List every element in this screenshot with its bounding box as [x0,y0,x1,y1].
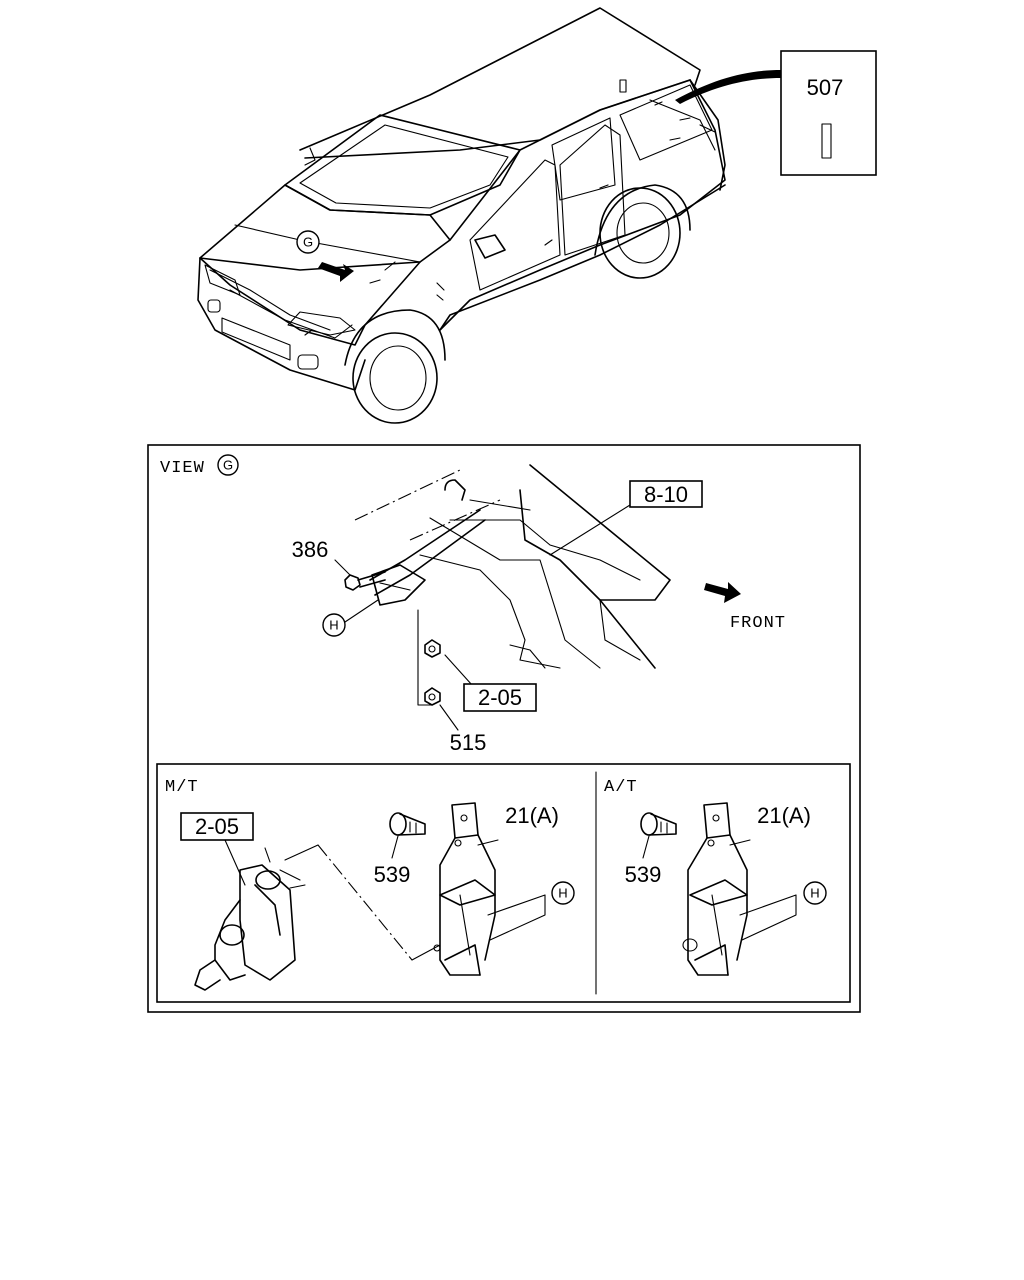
at-title: A/T [604,778,638,797]
part-2-05-mt-label: 2-05 [195,814,239,839]
part-507-box: 507 [780,50,877,176]
view-direction-arrow [318,262,354,282]
part-507-leader [675,70,781,104]
part-8-10-label: 8-10 [644,482,688,507]
part-2-05-box-mt: 2-05 [180,812,254,841]
mt-bracket-drawing [389,802,546,976]
view-g-marker-text: G [303,235,313,250]
view-panel-title: VIEW [160,459,205,478]
part-507-label: 507 [807,75,844,100]
h-marker-at-text: H [810,886,819,901]
view-title-marker: G [217,454,239,476]
part-2-05-view-label: 2-05 [478,685,522,710]
view-title-marker-text: G [223,458,233,473]
at-bracket-drawing [640,802,797,976]
part-2-05-box-view: 2-05 [463,683,537,712]
part-515-label: 515 [450,730,487,755]
variants-panel [156,763,851,1003]
mt-sensor-drawing [194,839,441,991]
front-label: FRONT [730,614,786,633]
h-marker-view: H [322,613,346,637]
view-g-marker: G [296,230,320,254]
h-marker-view-text: H [329,618,338,633]
at-part-539-label: 539 [625,862,662,887]
fender-bracket-drawing [334,464,671,731]
front-arrow [704,582,741,603]
at-part-21a-label: 21(A) [757,803,811,828]
part-8-10-box: 8-10 [629,480,703,508]
mt-part-21a-label: 21(A) [505,803,559,828]
part-386-label: 386 [292,537,329,562]
mt-part-539-label: 539 [374,862,411,887]
vehicle-illustration [197,7,726,424]
mt-title: M/T [165,778,199,797]
h-marker-at: H [803,881,827,905]
h-marker-mt-text: H [558,886,567,901]
h-marker-mt: H [551,881,575,905]
